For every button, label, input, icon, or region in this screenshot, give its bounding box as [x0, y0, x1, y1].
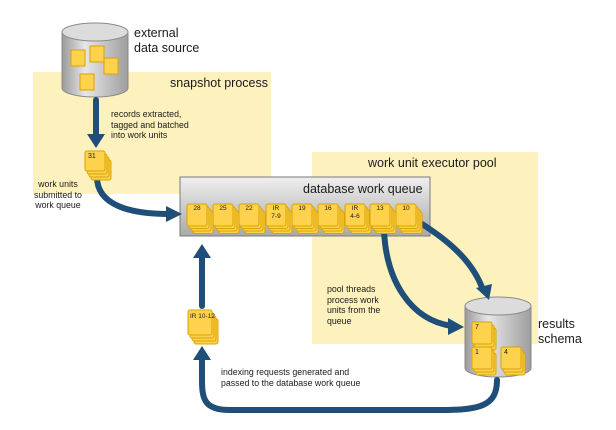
results-label-line2: schema	[538, 332, 582, 346]
queue-card-stacks	[186, 203, 423, 234]
queue-card-label-2: 25	[213, 205, 233, 213]
indexing-line1: indexing requests generated and	[221, 367, 350, 377]
pool-arrow-inner	[381, 227, 455, 329]
external-data-source-cylinder	[61, 22, 129, 98]
queue-card-label-part: 7-9	[271, 212, 281, 220]
queue-card-label-part: IR	[351, 205, 359, 212]
submit-line2: submitted to	[34, 189, 82, 200]
queue-card-label-part: 13	[376, 205, 384, 212]
queue-card-label-part: 19	[298, 205, 306, 212]
pool-arrow-outer-head	[476, 284, 492, 300]
results-card-4	[500, 346, 526, 376]
submit-annotation: work units submitted to work queue	[34, 179, 82, 211]
snapshot-process-label: snapshot process	[170, 76, 268, 90]
submit-arrow-head	[166, 206, 182, 222]
submit-line1: work units	[38, 179, 78, 189]
pool-line2: process work	[327, 294, 379, 305]
queue-card-label-part: 16	[324, 205, 332, 212]
pool-line1: pool threads	[327, 284, 376, 294]
queue-card-stack-1	[186, 203, 214, 234]
results-card-1-label: 1	[475, 349, 479, 356]
executor-pool-label: work unit executor pool	[368, 156, 497, 170]
results-card-stacks	[471, 321, 526, 376]
pool-arrow-outer	[419, 221, 486, 293]
queue-card-9-layer	[395, 203, 417, 227]
queue-card-stack-4	[265, 203, 293, 234]
queue-card-4-layer	[265, 203, 287, 227]
pool-line4: queue	[327, 315, 352, 326]
source-records-icon	[70, 45, 119, 91]
results-label: results schema	[538, 317, 582, 347]
source-label-line2: data source	[134, 41, 200, 55]
queue-card-7-layer	[344, 203, 366, 227]
queue-card-label-6: 16	[318, 205, 338, 213]
index-submit-arrow-head	[193, 244, 211, 258]
queue-card-stack-7	[344, 203, 372, 234]
queue-card-label-part: 28	[193, 205, 201, 212]
queue-card-3-layer	[238, 203, 260, 227]
extract-line2: tagged and batched	[111, 119, 189, 130]
source-label: external data source	[134, 26, 199, 56]
pool-annotation: pool threads process work units from the…	[327, 284, 380, 326]
batch-card-label: 31	[88, 153, 96, 160]
queue-card-8-layer	[369, 203, 391, 227]
pool-line3: units from the	[327, 305, 381, 316]
results-card-7	[471, 321, 497, 351]
results-card-1	[471, 346, 497, 376]
queue-title: database work queue	[303, 182, 423, 196]
index-return-arrow	[199, 355, 500, 413]
extract-line3: into work units	[111, 130, 168, 141]
queue-card-label-5: 19	[292, 205, 312, 213]
extract-line1: records extracted,	[111, 109, 182, 119]
queue-card-stack-9	[395, 203, 423, 234]
queue-card-1-layer	[186, 203, 208, 227]
pool-arrow-inner-head	[448, 318, 464, 335]
results-card-4-label: 4	[504, 349, 508, 356]
queue-card-label-8: 13	[370, 205, 390, 213]
indexing-line2: passed to the database work queue	[221, 377, 361, 388]
results-label-line1: results	[538, 317, 575, 331]
indexing-annotation: indexing requests generated and passed t…	[221, 367, 360, 388]
extract-arrow-head	[87, 134, 105, 148]
queue-card-stack-5	[291, 203, 319, 234]
queue-card-2-layer	[212, 203, 234, 227]
extract-annotation: records extracted, tagged and batched in…	[111, 109, 189, 141]
queue-card-5-layer	[291, 203, 313, 227]
submit-line3: work queue	[35, 200, 81, 211]
results-card-7-label: 7	[475, 324, 479, 331]
queue-card-6-layer	[317, 203, 339, 227]
submit-arrow	[94, 174, 171, 217]
queue-card-stack-2	[212, 203, 240, 234]
queue-card-stack-8	[369, 203, 397, 234]
batch-card-stack	[84, 150, 112, 181]
source-label-line1: external	[134, 26, 179, 40]
queue-card-label-3: 22	[239, 205, 259, 213]
queue-card-stack-6	[317, 203, 345, 234]
queue-card-label-1: 28	[187, 205, 207, 213]
queue-card-label-part: 10	[402, 205, 410, 212]
index-return-arrow-head	[193, 346, 211, 360]
queue-card-label-part: 22	[245, 205, 253, 212]
queue-card-stack-3	[238, 203, 266, 234]
queue-card-label-9: 10	[396, 205, 416, 213]
indexing-card-label: IR 10-12	[190, 313, 215, 320]
indexing-card-stack	[187, 309, 219, 345]
queue-card-label-part: 25	[219, 205, 227, 212]
queue-card-label-part: IR	[272, 205, 280, 212]
queue-card-label-part: 4-6	[350, 212, 360, 220]
